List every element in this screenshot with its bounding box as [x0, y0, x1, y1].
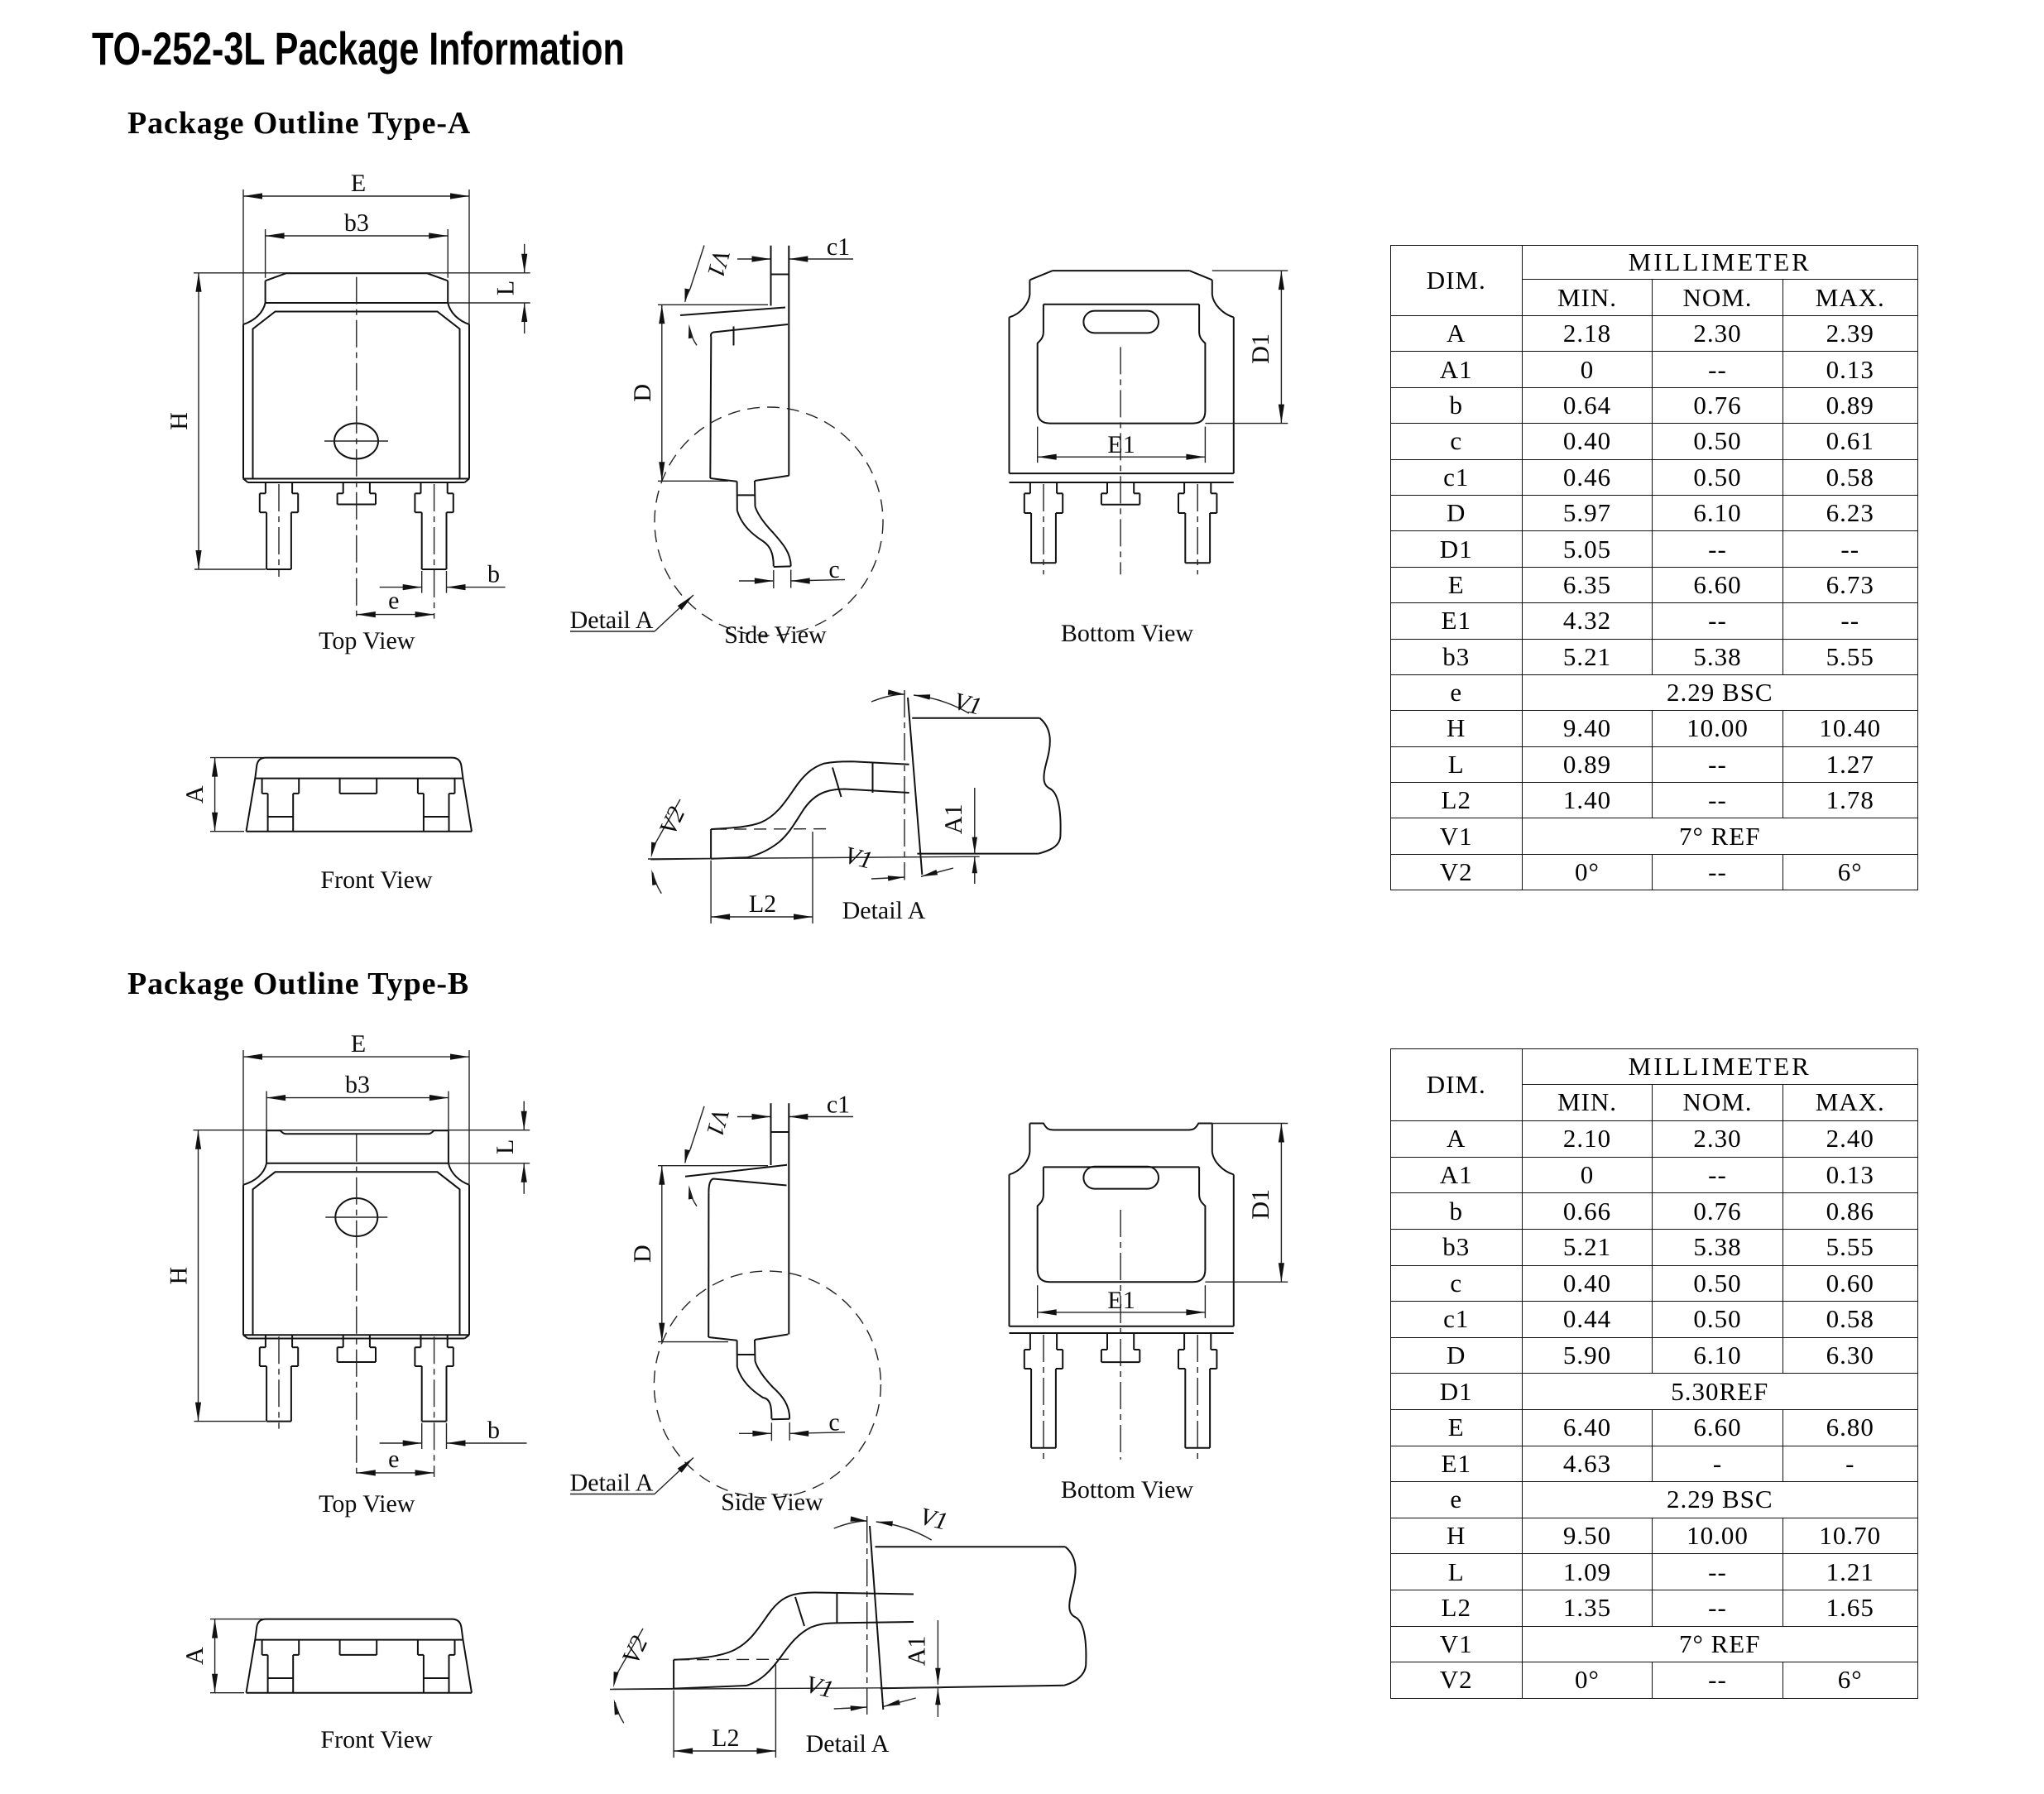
svg-text:V2: V2	[654, 803, 690, 839]
svg-text:D: D	[629, 384, 656, 402]
svg-text:b3: b3	[345, 1072, 370, 1099]
svg-text:V1: V1	[842, 842, 875, 875]
svg-text:L: L	[492, 281, 520, 295]
svg-text:Side View: Side View	[721, 1489, 823, 1516]
svg-text:L2: L2	[749, 890, 776, 918]
svg-text:A: A	[181, 785, 209, 803]
svg-text:A1: A1	[940, 803, 967, 834]
svg-text:V1: V1	[702, 247, 736, 281]
svg-text:c1: c1	[827, 233, 850, 261]
svg-text:Top View: Top View	[319, 627, 415, 655]
svg-text:b: b	[487, 1417, 500, 1444]
svg-text:Detail A: Detail A	[570, 1470, 654, 1497]
svg-text:Front View: Front View	[320, 866, 432, 894]
svg-text:H: H	[166, 412, 193, 430]
svg-text:c1: c1	[827, 1091, 850, 1119]
svg-text:b: b	[487, 561, 500, 588]
svg-text:D: D	[629, 1245, 656, 1263]
svg-text:c: c	[828, 556, 839, 583]
svg-text:Detail A: Detail A	[806, 1730, 890, 1758]
svg-text:L2: L2	[712, 1724, 739, 1752]
svg-text:Detail A: Detail A	[570, 607, 654, 634]
svg-text:A1: A1	[903, 1636, 930, 1667]
svg-text:Bottom View: Bottom View	[1061, 1476, 1193, 1504]
svg-text:D1: D1	[1247, 333, 1274, 364]
svg-text:Front View: Front View	[320, 1726, 432, 1753]
svg-text:e: e	[388, 1446, 399, 1473]
svg-text:D1: D1	[1247, 1189, 1274, 1220]
svg-text:A: A	[181, 1647, 209, 1665]
svg-text:L: L	[492, 1139, 519, 1154]
svg-text:E: E	[351, 1030, 366, 1058]
svg-text:H: H	[166, 1267, 193, 1285]
svg-text:Side View: Side View	[724, 621, 827, 649]
svg-text:V1: V1	[917, 1503, 950, 1536]
svg-text:E: E	[351, 170, 366, 197]
svg-text:V1: V1	[951, 688, 984, 721]
svg-text:Top View: Top View	[319, 1490, 415, 1518]
svg-text:Bottom View: Bottom View	[1061, 620, 1193, 647]
svg-text:E1: E1	[1107, 1287, 1135, 1314]
svg-text:e: e	[388, 588, 399, 615]
svg-text:c: c	[828, 1408, 839, 1436]
svg-text:V1: V1	[701, 1106, 735, 1139]
svg-text:E1: E1	[1107, 431, 1135, 458]
svg-text:V2: V2	[617, 1632, 653, 1668]
svg-text:V1: V1	[803, 1671, 836, 1704]
svg-text:Detail A: Detail A	[842, 897, 926, 924]
svg-text:b3: b3	[344, 209, 369, 237]
